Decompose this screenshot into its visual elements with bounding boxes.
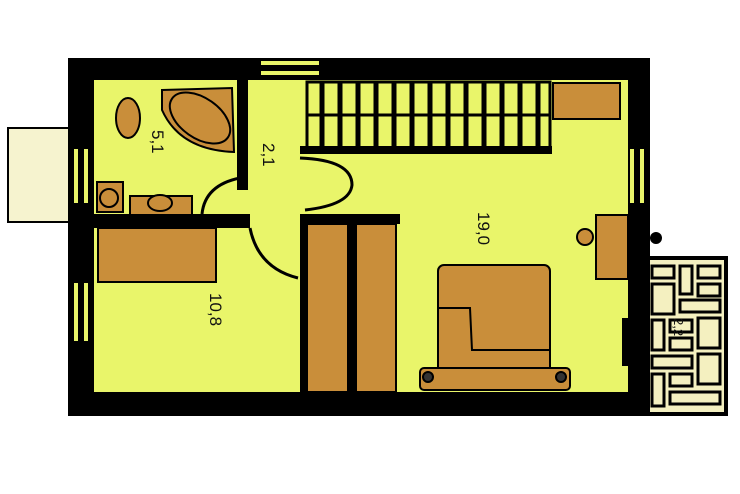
toilet-icon — [115, 97, 141, 139]
desk-small-room — [97, 227, 217, 283]
door-small-bedroom[interactable] — [248, 227, 299, 280]
closet-top-right — [552, 82, 621, 120]
windows — [72, 59, 646, 343]
room-area-small-bedroom: 10,8 — [206, 293, 225, 326]
doors — [200, 156, 354, 280]
balcony — [640, 256, 728, 416]
wardrobe-left — [305, 223, 349, 393]
room-area-large-bedroom: 19,0 — [474, 212, 493, 245]
room-area-hall: 2,1 — [259, 143, 278, 167]
room-area-bathroom: 5,1 — [148, 130, 167, 154]
furniture — [96, 82, 629, 393]
door-bathroom[interactable] — [200, 176, 241, 215]
wardrobe-right — [355, 223, 397, 393]
staircase — [300, 80, 552, 154]
chair-icon — [576, 228, 594, 246]
outside-annex — [7, 127, 71, 223]
door-staircase[interactable] — [299, 156, 354, 212]
bed-icon — [419, 264, 571, 391]
bathtub-icon — [161, 86, 236, 154]
room-area-balcony: 2,2 — [671, 318, 686, 336]
balcony-door — [622, 318, 630, 366]
desk-bedroom — [595, 214, 629, 280]
outdoor-light-icon — [650, 232, 662, 244]
